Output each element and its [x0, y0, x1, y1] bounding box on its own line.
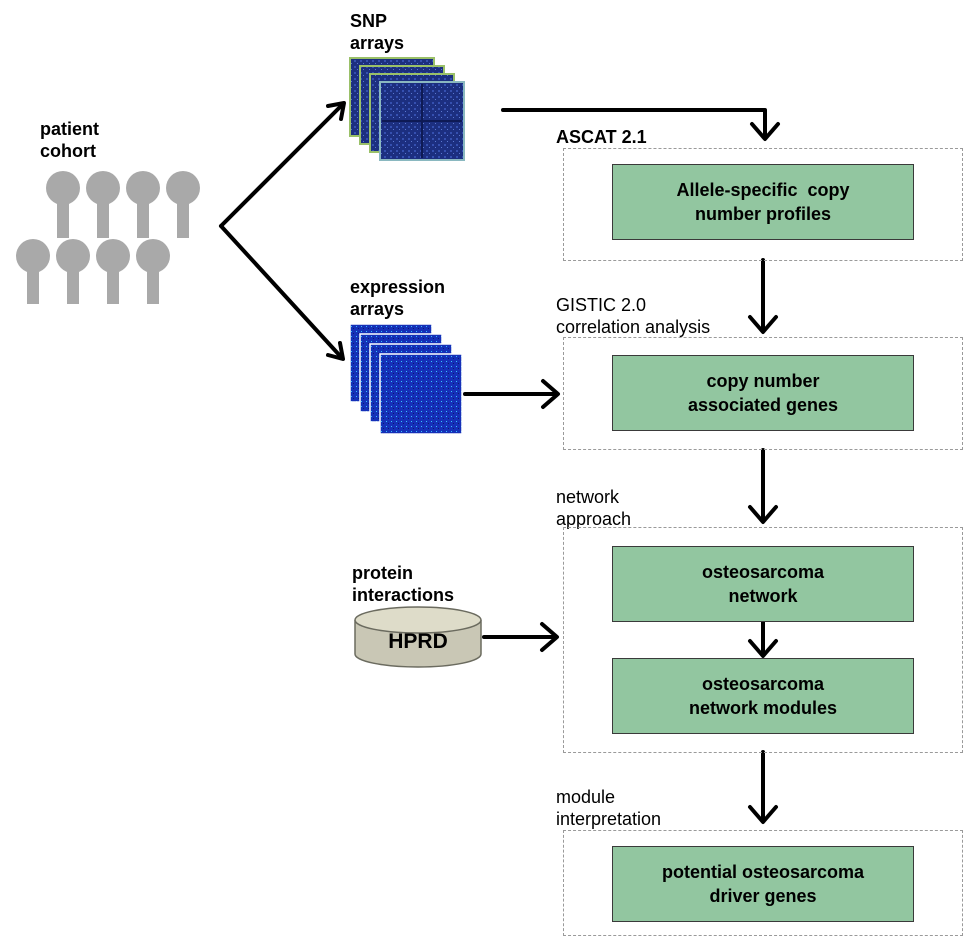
expression-arrays-label: expression arrays [350, 277, 446, 319]
person-icon [86, 171, 120, 238]
person-icon [56, 239, 90, 304]
module-interpretation-label: module interpretation [556, 787, 662, 829]
patient-cohort-label: patient cohort [40, 119, 100, 161]
arrow-cohort-to-snp [219, 102, 345, 228]
snp-arrays-label: SNP arrays [350, 11, 405, 53]
allele-specific-box: Allele-specific copy number profiles [612, 164, 914, 240]
network-approach-label: network approach [556, 487, 632, 529]
arrow-snp-to-ascat [501, 108, 767, 140]
osteosarcoma-network-box: osteosarcoma network [612, 546, 914, 622]
protein-interactions-label: protein interactions [352, 563, 455, 605]
person-icon [166, 171, 200, 238]
arrow-cohort-to-expression [219, 224, 344, 360]
hprd-label: HPRD [388, 630, 448, 653]
ascat-label: ASCAT 2.1 [556, 127, 647, 147]
gistic-label: GISTIC 2.0 correlation analysis [556, 295, 711, 337]
ascat-stage [563, 148, 963, 261]
interpretation-stage [563, 830, 963, 936]
copy-number-genes-box: copy number associated genes [612, 355, 914, 431]
person-icon [46, 171, 80, 238]
person-icon [126, 171, 160, 238]
database-cylinder [354, 606, 482, 668]
network-stage [563, 527, 963, 753]
person-icon [16, 239, 50, 304]
person-icon [96, 239, 130, 304]
osteosarcoma-modules-box: osteosarcoma network modules [612, 658, 914, 734]
driver-genes-box: potential osteosarcoma driver genes [612, 846, 914, 922]
person-icon [136, 239, 170, 304]
expression-array-stack [349, 323, 463, 435]
gistic-stage [563, 337, 963, 450]
snp-array-stack [349, 57, 465, 161]
